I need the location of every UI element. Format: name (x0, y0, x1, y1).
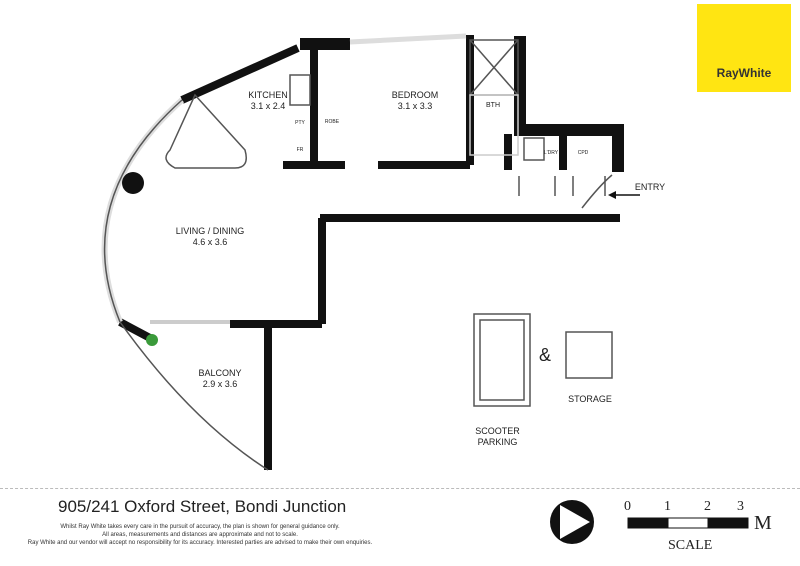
wall (180, 44, 300, 104)
storage-label: STORAGE (568, 394, 612, 404)
room-cupboard: CPD (577, 150, 589, 156)
scooter-parking-label: SCOOTER PARKING (475, 426, 520, 447)
entry-label: ENTRY (634, 182, 666, 192)
scale-label: SCALE (668, 538, 713, 553)
plant-icon (146, 334, 158, 346)
disclaimer: Whilst Ray White takes every care in the… (27, 524, 373, 546)
room-fridge: FR (296, 147, 304, 153)
scale-tick: 0 (624, 499, 631, 514)
room-laundry: L'DRY (543, 150, 559, 156)
scale-unit: M (754, 512, 772, 534)
entry-arrow-icon (608, 191, 616, 199)
scale-bar (627, 517, 749, 529)
scale-tick: 1 (664, 499, 671, 514)
divider (0, 488, 800, 489)
raywhite-logo: RayWhite (697, 4, 791, 92)
address-title: 905/241 Oxford Street, Bondi Junction (58, 497, 347, 516)
room-pantry: PTY (295, 120, 305, 126)
compass-icon (550, 500, 594, 544)
room-robe: ROBE (324, 119, 340, 125)
logo-text: RayWhite (716, 66, 772, 80)
room-bath: BTH (486, 102, 500, 109)
scale-tick: 2 (704, 499, 711, 514)
ampersand: & (538, 345, 551, 365)
scale-tick: 3 (737, 499, 744, 514)
